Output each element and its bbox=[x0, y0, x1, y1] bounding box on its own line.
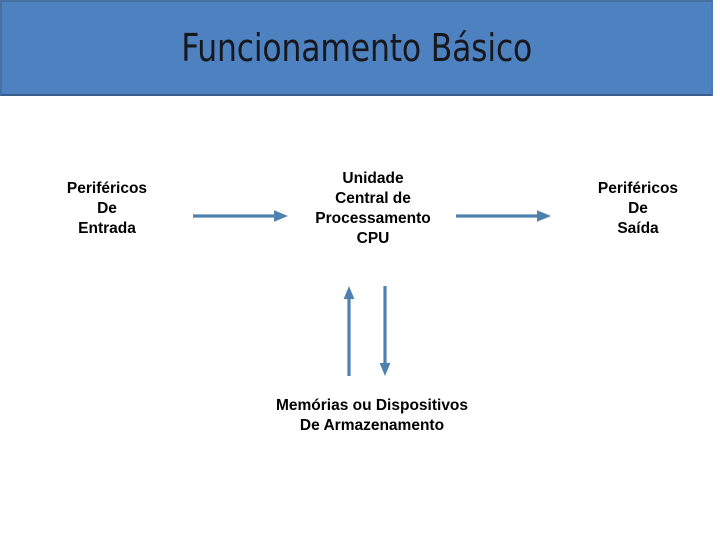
diagram-node-peripherals-output: Periféricos De Saída bbox=[548, 179, 720, 239]
node-line: De Armazenamento bbox=[299, 417, 445, 434]
node-line: Processamento bbox=[315, 210, 431, 227]
node-line: De bbox=[97, 200, 117, 217]
arrow-right-icon-cpu-to-output bbox=[456, 210, 551, 222]
arrow-right-icon-input-to-cpu bbox=[193, 210, 288, 222]
node-line: Memórias ou Dispositivos bbox=[275, 397, 469, 414]
diagram-node-central-processing-unit: Unidade Central de Processamento CPU bbox=[283, 169, 463, 249]
node-line: Saída bbox=[617, 220, 659, 237]
diagram-node-peripherals-input: Periféricos De Entrada bbox=[17, 179, 197, 239]
slide-title-banner: Funcionamento Básico bbox=[0, 0, 713, 96]
page-title: Funcionamento Básico bbox=[181, 26, 532, 70]
node-line: De bbox=[628, 200, 648, 217]
node-line: Central de bbox=[335, 190, 411, 207]
node-line: Entrada bbox=[78, 220, 136, 237]
node-line: CPU bbox=[356, 230, 390, 247]
diagram-canvas: Periféricos De Entrada Unidade Central d… bbox=[0, 96, 720, 540]
arrow-down-icon-cpu-to-storage bbox=[379, 286, 391, 376]
node-line: Periféricos bbox=[597, 180, 679, 197]
node-line: Unidade bbox=[342, 170, 404, 187]
arrow-up-icon-storage-to-cpu bbox=[343, 286, 355, 376]
node-line: Periféricos bbox=[66, 180, 148, 197]
diagram-node-memory-storage-devices: Memórias ou Dispositivos De Armazenament… bbox=[222, 396, 522, 436]
